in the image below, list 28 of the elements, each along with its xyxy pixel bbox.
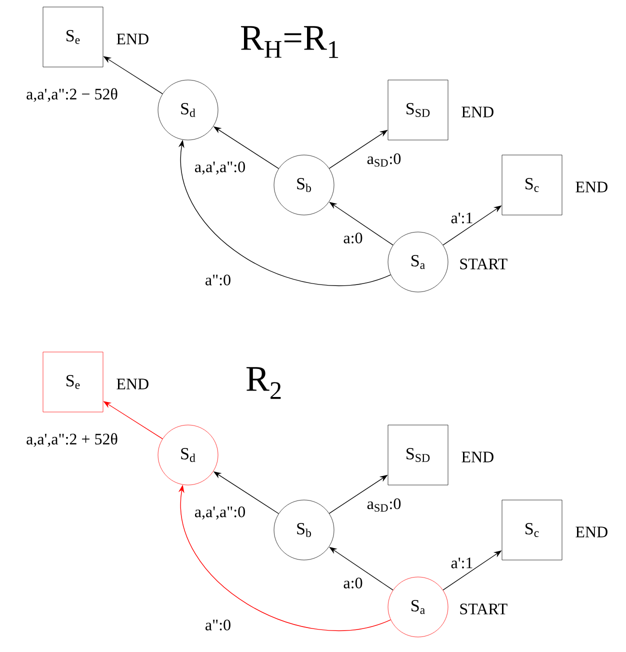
edge-label: a':1 [451,212,472,224]
edge-label: a,a',a":2 + 52θ [26,433,118,447]
state-box: S$_{c}$ [502,154,562,216]
edge-label: a":0 [206,274,230,286]
edge-label: a,a',a":0 [194,161,245,175]
edge-label: a":0 [206,620,230,630]
edge-label: a,a',a":0 [194,506,245,520]
state-note: END [116,378,148,390]
state-box: S$_{SD}$ [388,80,448,140]
state-note: START [460,604,508,614]
state-note: END [462,106,494,118]
edge-label: a$_{SD}$:0 [367,153,401,167]
state-note: END [462,452,494,462]
edge-label: a,a',a":2 − 52θ [26,88,118,102]
edge-label: a:0 [344,232,362,244]
state-note: END [576,182,608,192]
edge-label: a':1 [451,558,472,568]
state-box: S$_{SD}$ [388,424,448,486]
state-box: S$_{e}$ [42,352,104,412]
formula-label: R$_{2}$ [246,367,281,399]
formula-label: R$_{H}$=R$_{1}$ [240,26,338,58]
state-box: S$_{e}$ [42,6,104,68]
state-note: START [460,258,508,270]
edge-label: a$_{SD}$:0 [367,498,401,512]
edge-label: a:0 [344,578,362,588]
state-note: END [576,526,608,538]
state-note: END [116,34,148,44]
state-box: S$_{c}$ [502,500,562,560]
